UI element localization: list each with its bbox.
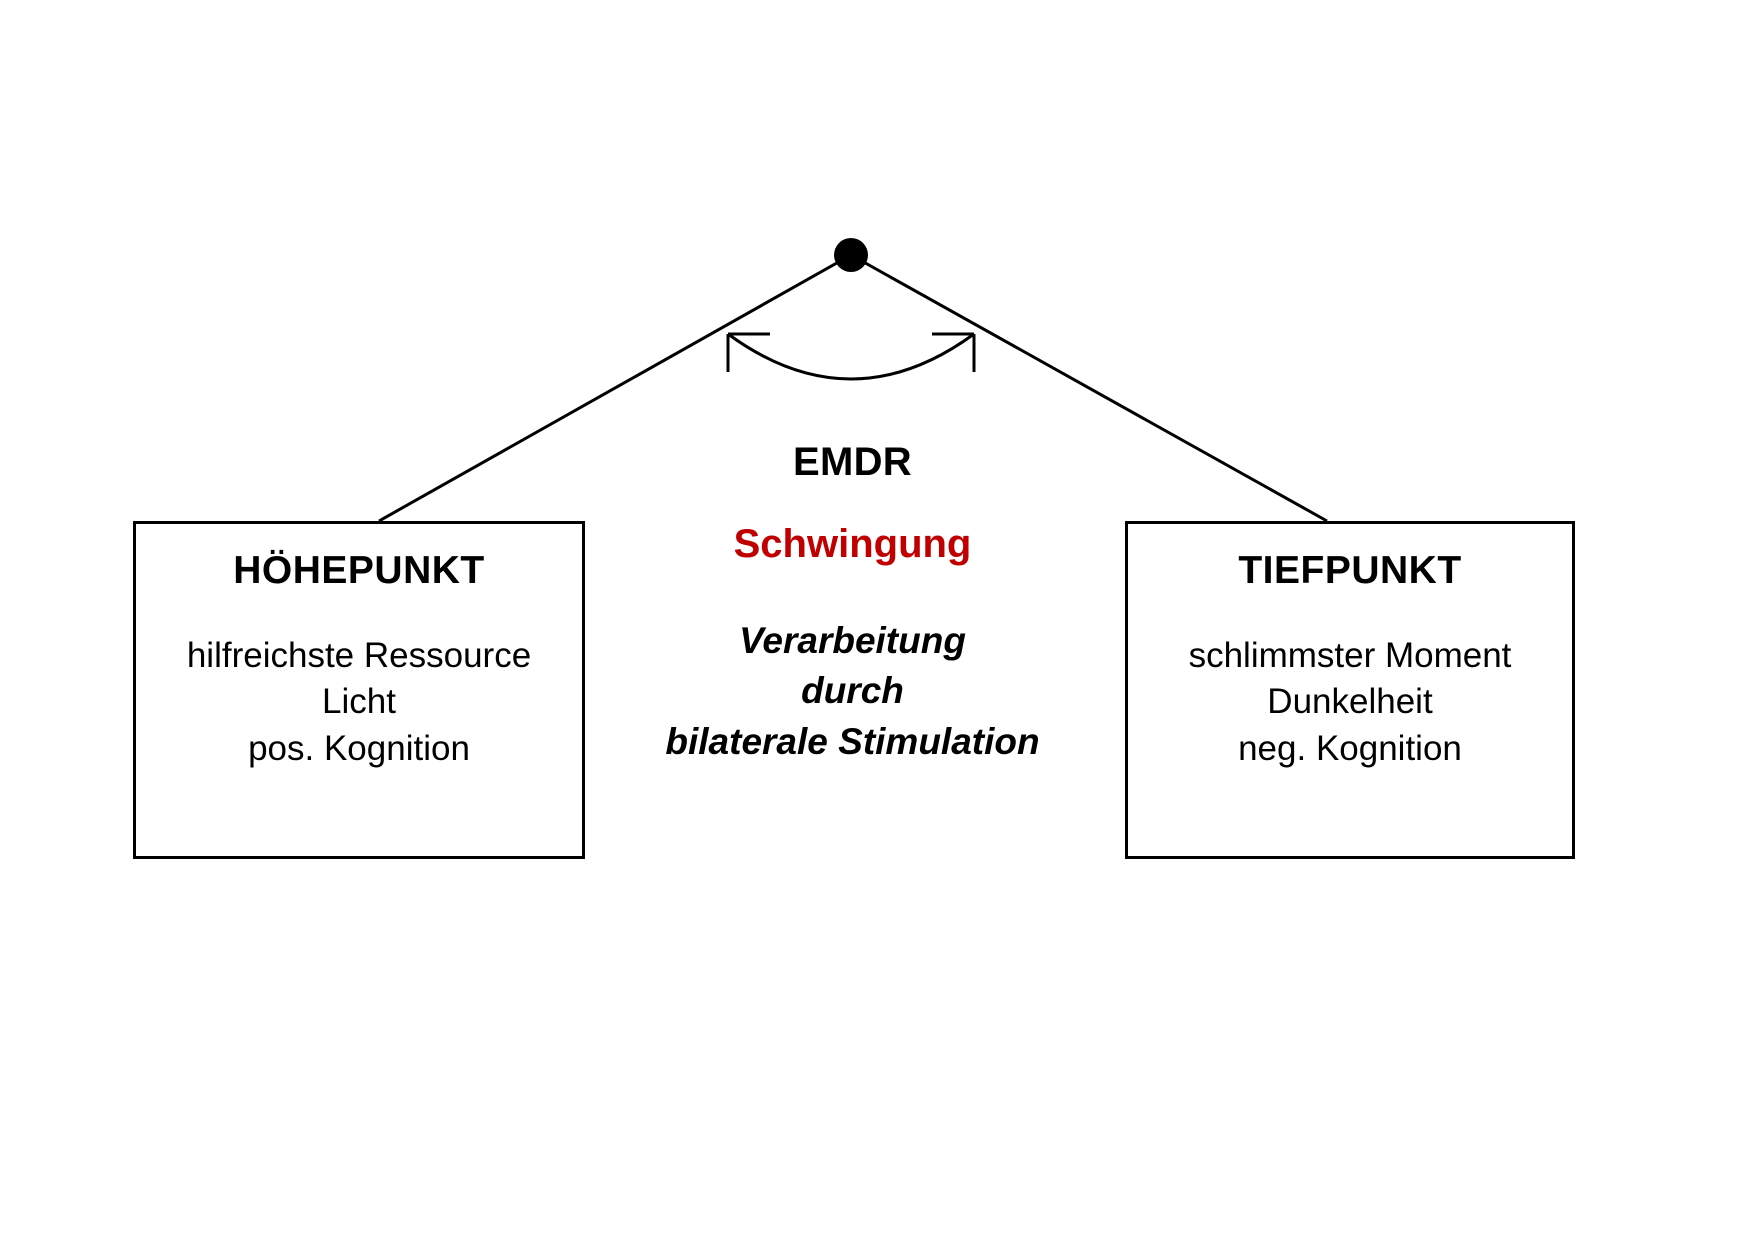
pendulum-rod-left: [378, 253, 852, 523]
arrowhead-left-icon: [726, 332, 770, 372]
box-hoehepunkt: HÖHEPUNKT hilfreichste Ressource Licht p…: [133, 521, 585, 859]
center-text-column: EMDR Schwingung Verarbeitung durch bilat…: [600, 440, 1105, 767]
center-note-line-3: bilaterale Stimulation: [665, 720, 1040, 762]
arrowhead-right-icon: [932, 332, 976, 372]
box-hoehepunkt-line-1: hilfreichste Ressource: [186, 635, 532, 675]
box-hoehepunkt-line-2: Licht: [322, 682, 396, 722]
box-hoehepunkt-title: HÖHEPUNKT: [233, 549, 485, 592]
box-tiefpunkt-title: TIEFPUNKT: [1238, 549, 1462, 592]
pendulum-pivot-dot: [834, 238, 868, 272]
center-note-line-1: Verarbeitung: [739, 620, 966, 661]
center-subtitle-schwingung: Schwingung: [733, 522, 972, 566]
box-tiefpunkt-line-3: neg. Kognition: [1238, 728, 1462, 768]
center-title-emdr: EMDR: [793, 440, 912, 484]
box-tiefpunkt-line-1: schlimmster Moment: [1188, 635, 1512, 675]
box-tiefpunkt-lines: schlimmster Moment Dunkelheit neg. Kogni…: [1128, 633, 1572, 773]
box-hoehepunkt-lines: hilfreichste Ressource Licht pos. Kognit…: [136, 633, 582, 773]
center-note: Verarbeitung durch bilaterale Stimulatio…: [600, 616, 1105, 767]
box-tiefpunkt: TIEFPUNKT schlimmster Moment Dunkelheit …: [1125, 521, 1575, 859]
pendulum-rod-right: [850, 253, 1328, 523]
swing-arc: [727, 332, 975, 381]
box-tiefpunkt-line-2: Dunkelheit: [1267, 682, 1433, 722]
center-note-line-2: durch: [801, 670, 904, 712]
box-hoehepunkt-line-3: pos. Kognition: [248, 728, 470, 768]
